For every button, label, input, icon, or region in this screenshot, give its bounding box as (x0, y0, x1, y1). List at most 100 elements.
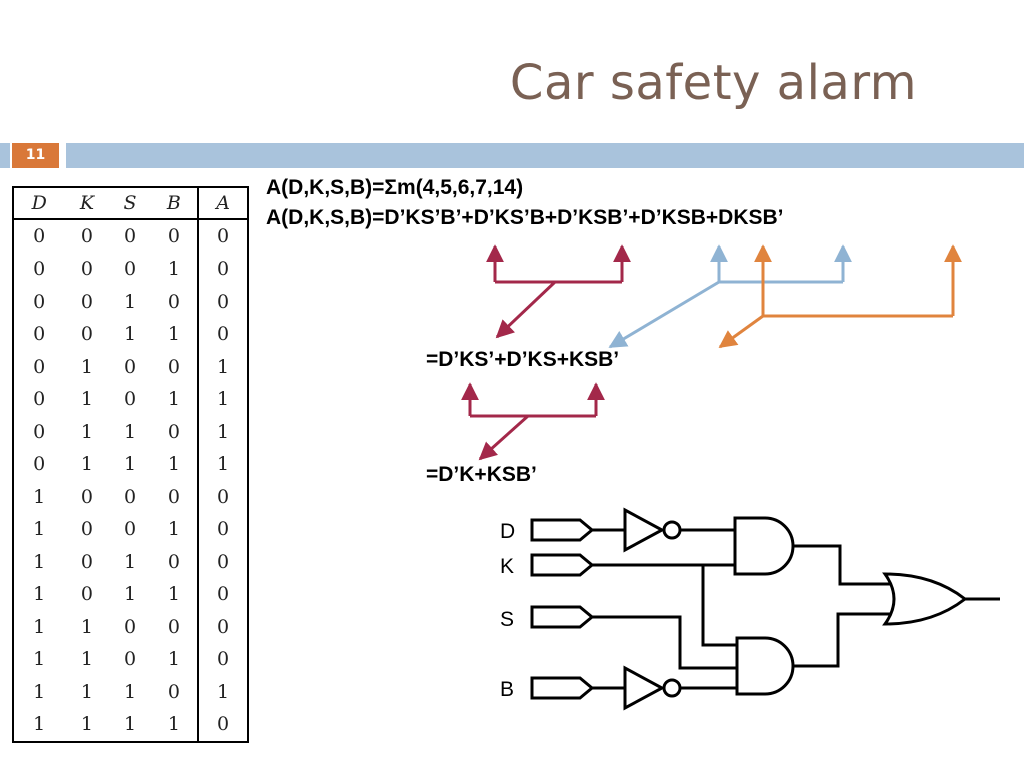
cell-a: 1 (197, 675, 248, 708)
cell-s: 0 (124, 355, 137, 378)
cell-s: 0 (124, 518, 137, 541)
header-s: S (109, 187, 151, 220)
cell-s: 0 (124, 648, 137, 671)
cell-s: 1 (124, 420, 137, 443)
cell-b: 1 (167, 388, 180, 411)
header-d: D (13, 187, 65, 220)
cell-d: 1 (33, 550, 46, 573)
sop-equation: A(D,K,S,B)=D’KS’B’+D’KS’B+D’KSB’+D’KSB+D… (266, 206, 784, 229)
cell-s: 1 (124, 550, 137, 573)
cell-s: 1 (124, 680, 137, 703)
cell-k: 1 (80, 648, 93, 671)
cell-k: 1 (80, 713, 93, 736)
cell-b: 0 (167, 680, 180, 703)
blue-grouping-arrow (608, 244, 852, 349)
cell-k: 1 (80, 388, 93, 411)
and-gate-2 (735, 636, 795, 696)
cell-k: 0 (80, 485, 93, 508)
cell-b: 0 (167, 355, 180, 378)
cell-b: 0 (167, 290, 180, 313)
cell-b: 0 (167, 225, 180, 248)
cell-s: 1 (124, 323, 137, 346)
cell-s: 1 (124, 290, 137, 313)
cell-s: 1 (124, 713, 137, 736)
input-label-b: B (500, 678, 514, 701)
cell-a: 1 (197, 447, 248, 481)
inverter-b (623, 665, 666, 711)
input-pin-d (530, 518, 595, 542)
cell-d: 1 (33, 518, 46, 541)
cell-k: 1 (80, 420, 93, 443)
cell-a: 0 (197, 512, 248, 546)
input-pin-k (530, 553, 595, 577)
cell-a: 1 (197, 350, 248, 383)
cell-d: 1 (33, 485, 46, 508)
cell-s: 1 (124, 583, 137, 606)
cell-a: 0 (197, 317, 248, 351)
cell-a: 0 (197, 707, 248, 742)
cell-s: 0 (124, 258, 137, 281)
cell-s: 0 (124, 225, 137, 248)
cell-a: 0 (197, 545, 248, 578)
cell-d: 0 (33, 258, 46, 281)
cell-b: 1 (167, 713, 180, 736)
cell-k: 0 (80, 550, 93, 573)
input-label-s: S (500, 608, 514, 631)
cell-s: 0 (124, 388, 137, 411)
cell-d: 1 (33, 583, 46, 606)
slide-title: Car safety alarm (509, 55, 917, 111)
cell-b: 1 (167, 258, 180, 281)
cell-k: 0 (80, 518, 93, 541)
cell-d: 1 (33, 680, 46, 703)
cell-b: 1 (167, 648, 180, 671)
cell-d: 0 (33, 225, 46, 248)
wire-s-to-and2 (592, 615, 737, 670)
truth-table-header-row: D K S B A (13, 187, 248, 220)
cell-b: 1 (167, 583, 180, 606)
inverter-d (623, 507, 666, 553)
cell-d: 0 (33, 290, 46, 313)
cell-d: 0 (33, 453, 46, 476)
cell-s: 0 (124, 615, 137, 638)
cell-k: 1 (80, 453, 93, 476)
input-label-k: K (500, 555, 514, 578)
input-pin-s (530, 605, 595, 629)
cell-k: 0 (80, 323, 93, 346)
cell-k: 0 (80, 290, 93, 313)
cell-b: 1 (167, 518, 180, 541)
cell-d: 0 (33, 420, 46, 443)
cell-a: 0 (197, 480, 248, 513)
header-b: B (150, 187, 199, 220)
cell-d: 1 (33, 713, 46, 736)
cell-a: 1 (197, 415, 248, 448)
cell-d: 1 (33, 615, 46, 638)
inverter-bubble-b (662, 678, 682, 698)
slide-number: 11 (12, 143, 59, 168)
simplified-equation-step2: =D’K+KSB’ (426, 463, 537, 486)
header-a: A (197, 187, 248, 220)
cell-d: 0 (33, 323, 46, 346)
simplified-equation-step1: =D’KS’+D’KS+KSB’ (426, 348, 620, 371)
cell-s: 1 (124, 453, 137, 476)
cell-d: 1 (33, 648, 46, 671)
cell-a: 0 (197, 219, 248, 253)
cell-s: 0 (124, 485, 137, 508)
minterm-equation: A(D,K,S,B)=Σm(4,5,6,7,14) (266, 176, 524, 199)
input-label-d: D (500, 520, 515, 543)
title-bar (66, 143, 1024, 168)
wire-k-to-and2 (701, 565, 737, 647)
cell-k: 1 (80, 615, 93, 638)
cell-b: 1 (167, 453, 180, 476)
crimson-grouping-arrow-1 (486, 244, 631, 339)
